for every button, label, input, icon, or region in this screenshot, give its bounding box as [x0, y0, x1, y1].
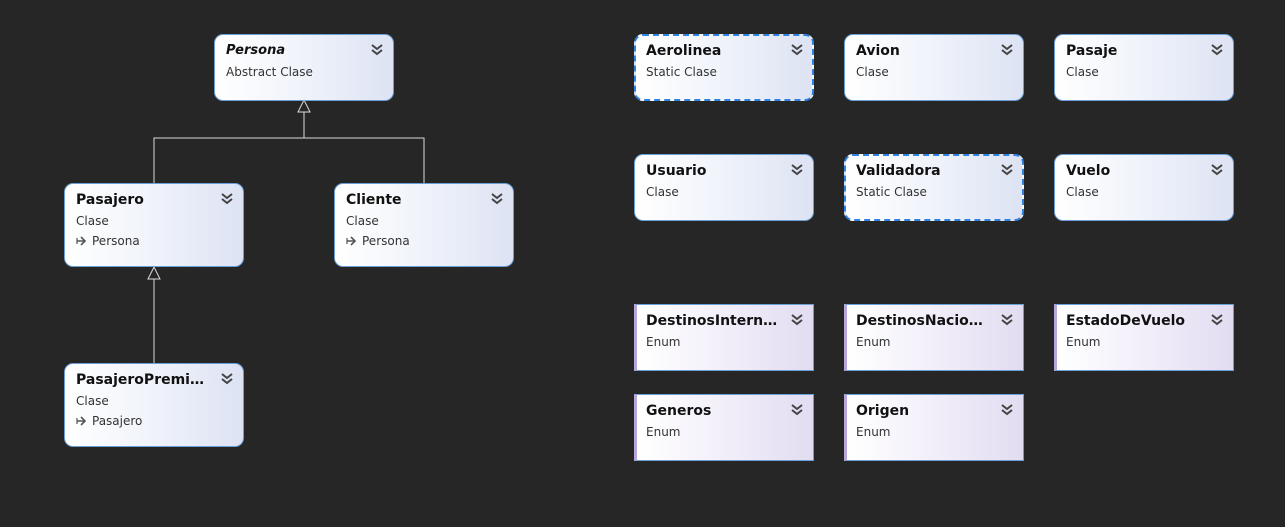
class-shape-aerolinea[interactable]: Aerolinea Static Clase: [634, 34, 814, 101]
shape-subtitle: Clase: [76, 214, 109, 228]
shape-subtitle: Enum: [646, 425, 681, 439]
shape-title: EstadoDeVuelo: [1066, 313, 1186, 329]
base-class-row: Pasajero: [76, 414, 142, 428]
class-shape-pasajero[interactable]: Pasajero Clase Persona: [64, 183, 244, 267]
shape-title: Origen: [856, 403, 910, 419]
shape-title: Usuario: [646, 163, 707, 179]
class-shape-avion[interactable]: Avion Clase: [844, 34, 1024, 101]
shape-title: Pasajero: [76, 192, 144, 208]
base-class-name: Persona: [92, 234, 140, 248]
base-class-row: Persona: [346, 234, 410, 248]
shape-subtitle: Enum: [856, 335, 891, 349]
shape-subtitle: Clase: [856, 65, 889, 79]
shape-subtitle: Clase: [1066, 185, 1099, 199]
class-shape-validadora[interactable]: Validadora Static Clase: [844, 154, 1024, 221]
class-shape-persona[interactable]: Persona Abstract Clase: [214, 34, 394, 101]
class-shape-pasajeropremium[interactable]: PasajeroPremium Clase Pasajero: [64, 363, 244, 447]
inheritance-line-cliente-persona: [304, 137, 425, 183]
shape-subtitle: Abstract Clase: [226, 65, 313, 79]
double-chevron-down-icon[interactable]: [220, 191, 234, 205]
shape-subtitle: Clase: [646, 185, 679, 199]
shape-title: DestinosNacion...: [856, 313, 989, 329]
double-chevron-down-icon[interactable]: [1210, 312, 1224, 326]
double-chevron-down-icon[interactable]: [790, 312, 804, 326]
double-chevron-down-icon[interactable]: [490, 191, 504, 205]
double-chevron-down-icon[interactable]: [1000, 312, 1014, 326]
shape-title: Cliente: [346, 192, 402, 208]
double-chevron-down-icon[interactable]: [790, 162, 804, 176]
shape-title: PasajeroPremium: [76, 372, 209, 388]
enum-shape-destinosnacionales[interactable]: DestinosNacion... Enum: [844, 304, 1024, 371]
double-chevron-down-icon[interactable]: [1000, 402, 1014, 416]
inheritance-arrow-icon: [76, 416, 87, 426]
shape-subtitle: Clase: [346, 214, 379, 228]
shape-subtitle: Clase: [1066, 65, 1099, 79]
shape-title: Avion: [856, 43, 900, 59]
inheritance-line-pasajero-persona: [153, 112, 305, 183]
inheritance-arrowhead-pasajero: [147, 265, 161, 280]
double-chevron-down-icon[interactable]: [1000, 42, 1014, 56]
shape-title: Validadora: [856, 163, 941, 179]
shape-subtitle: Enum: [646, 335, 681, 349]
double-chevron-down-icon[interactable]: [790, 42, 804, 56]
enum-shape-origen[interactable]: Origen Enum: [844, 394, 1024, 461]
base-class-row: Persona: [76, 234, 140, 248]
shape-subtitle: Enum: [856, 425, 891, 439]
double-chevron-down-icon[interactable]: [1000, 162, 1014, 176]
shape-subtitle: Enum: [1066, 335, 1101, 349]
class-shape-vuelo[interactable]: Vuelo Clase: [1054, 154, 1234, 221]
class-shape-usuario[interactable]: Usuario Clase: [634, 154, 814, 221]
class-shape-cliente[interactable]: Cliente Clase Persona: [334, 183, 514, 267]
shape-title: Persona: [226, 43, 286, 58]
inheritance-arrow-icon: [346, 236, 357, 246]
enum-shape-estadodevuelo[interactable]: EstadoDeVuelo Enum: [1054, 304, 1234, 371]
shape-title: Pasaje: [1066, 43, 1118, 59]
shape-subtitle: Static Clase: [646, 65, 717, 79]
shape-subtitle: Clase: [76, 394, 109, 408]
inheritance-arrow-icon: [76, 236, 87, 246]
double-chevron-down-icon[interactable]: [220, 371, 234, 385]
enum-shape-destinosinternacionales[interactable]: DestinosInterna... Enum: [634, 304, 814, 371]
shape-title: Aerolinea: [646, 43, 722, 59]
enum-shape-generos[interactable]: Generos Enum: [634, 394, 814, 461]
double-chevron-down-icon[interactable]: [1210, 42, 1224, 56]
shape-subtitle: Static Clase: [856, 185, 927, 199]
base-class-name: Persona: [362, 234, 410, 248]
double-chevron-down-icon[interactable]: [1210, 162, 1224, 176]
inheritance-arrowhead-persona: [297, 98, 311, 113]
shape-title: Vuelo: [1066, 163, 1111, 179]
double-chevron-down-icon[interactable]: [370, 42, 384, 56]
base-class-name: Pasajero: [92, 414, 143, 428]
shape-title: Generos: [646, 403, 712, 419]
double-chevron-down-icon[interactable]: [790, 402, 804, 416]
shape-title: DestinosInterna...: [646, 313, 779, 329]
class-shape-pasaje[interactable]: Pasaje Clase: [1054, 34, 1234, 101]
